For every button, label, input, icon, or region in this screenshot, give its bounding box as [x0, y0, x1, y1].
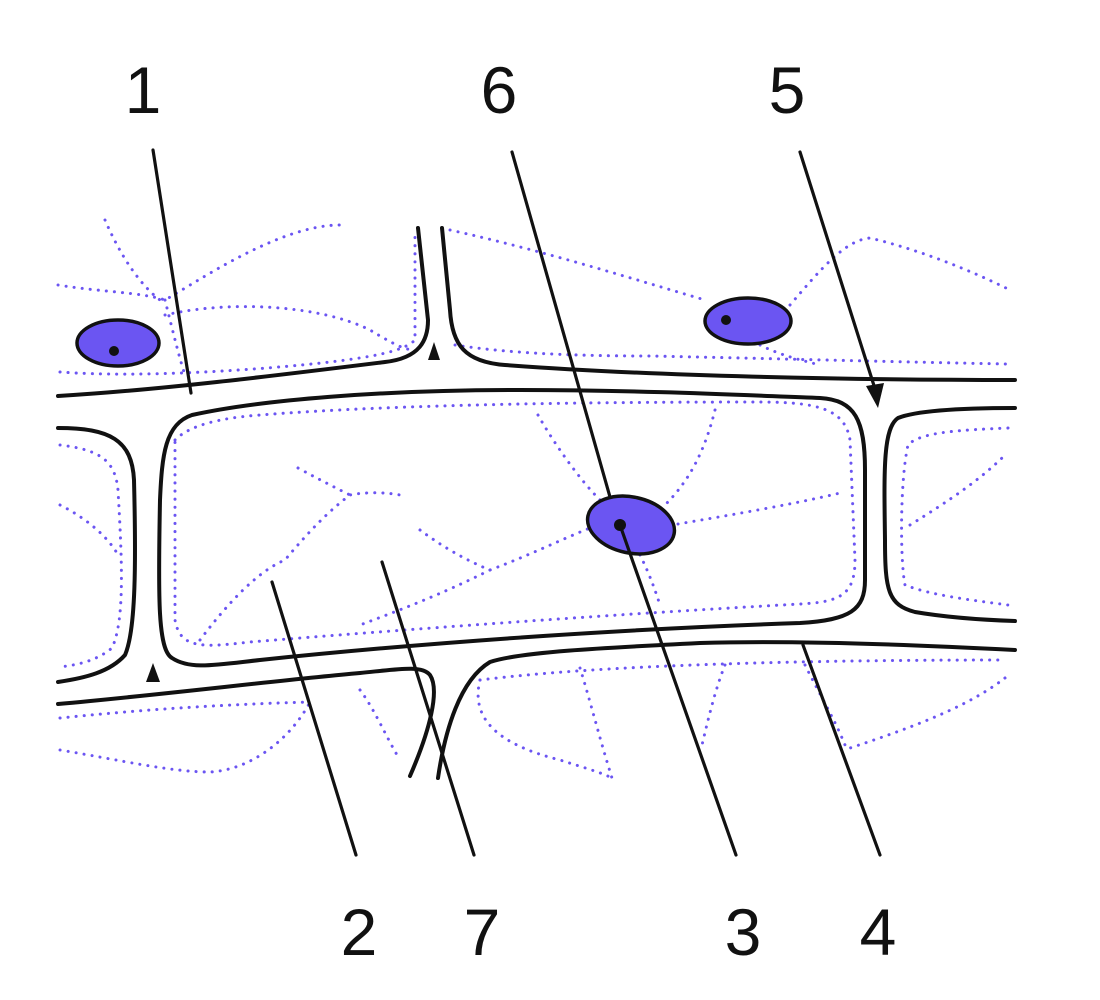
strand: [453, 343, 1010, 366]
strand: [908, 453, 1007, 527]
cell-wall: [157, 388, 867, 668]
strand: [58, 503, 120, 557]
strand: [900, 426, 1010, 607]
label-5: 5: [769, 53, 806, 127]
cell-walls: [56, 226, 1017, 780]
wall-marker: [146, 663, 160, 682]
strand: [58, 700, 312, 720]
strand: [296, 466, 352, 497]
label-3: 3: [725, 895, 762, 969]
strand: [848, 676, 1007, 750]
strand: [476, 678, 614, 780]
nucleolus: [721, 315, 731, 325]
cell-wall: [56, 666, 436, 778]
labels: 1 6 5 2 7 3 4: [125, 53, 897, 969]
strand: [663, 408, 717, 507]
strand: [758, 343, 822, 367]
leader-line-5: [798, 150, 878, 394]
strand: [676, 491, 842, 526]
label-4: 4: [860, 895, 897, 969]
cell-wall: [56, 226, 430, 398]
nucleus: [703, 296, 793, 346]
strand: [163, 305, 417, 352]
strand: [788, 236, 1012, 307]
strand: [358, 688, 402, 762]
nuclei: [75, 296, 793, 556]
strand: [163, 298, 187, 377]
strand: [358, 568, 492, 627]
strand: [103, 218, 162, 302]
cell-wall: [440, 226, 1017, 382]
cell-wall: [436, 640, 1017, 780]
strand: [578, 666, 614, 780]
leader-line-4: [801, 643, 882, 857]
label-1: 1: [125, 53, 162, 127]
label-6: 6: [481, 53, 518, 127]
leader-line-3: [618, 523, 738, 857]
wall-marker: [428, 342, 440, 360]
strand: [58, 443, 123, 669]
nucleus: [75, 318, 161, 368]
nucleolus: [109, 346, 119, 356]
strand: [448, 228, 707, 302]
cell-wall: [882, 406, 1017, 623]
leader-line-1: [151, 148, 193, 395]
nucleus: [585, 494, 677, 556]
leader-line-6: [510, 150, 612, 499]
strand: [198, 491, 402, 642]
cell-wall: [56, 426, 138, 684]
strand: [173, 400, 857, 647]
cytoplasm-strands: [56, 218, 1012, 780]
strand: [56, 223, 342, 302]
strand: [638, 553, 662, 607]
leader-line-7: [380, 560, 476, 857]
leader-line-2: [270, 580, 358, 857]
strand: [418, 526, 592, 572]
strand: [58, 700, 312, 774]
label-2: 2: [341, 895, 378, 969]
strand: [58, 233, 417, 376]
arrowhead: [866, 383, 884, 408]
leader-lines: [151, 148, 884, 857]
strand: [536, 413, 602, 502]
strand: [700, 663, 727, 747]
strand: [478, 658, 1007, 682]
label-7: 7: [464, 895, 501, 969]
